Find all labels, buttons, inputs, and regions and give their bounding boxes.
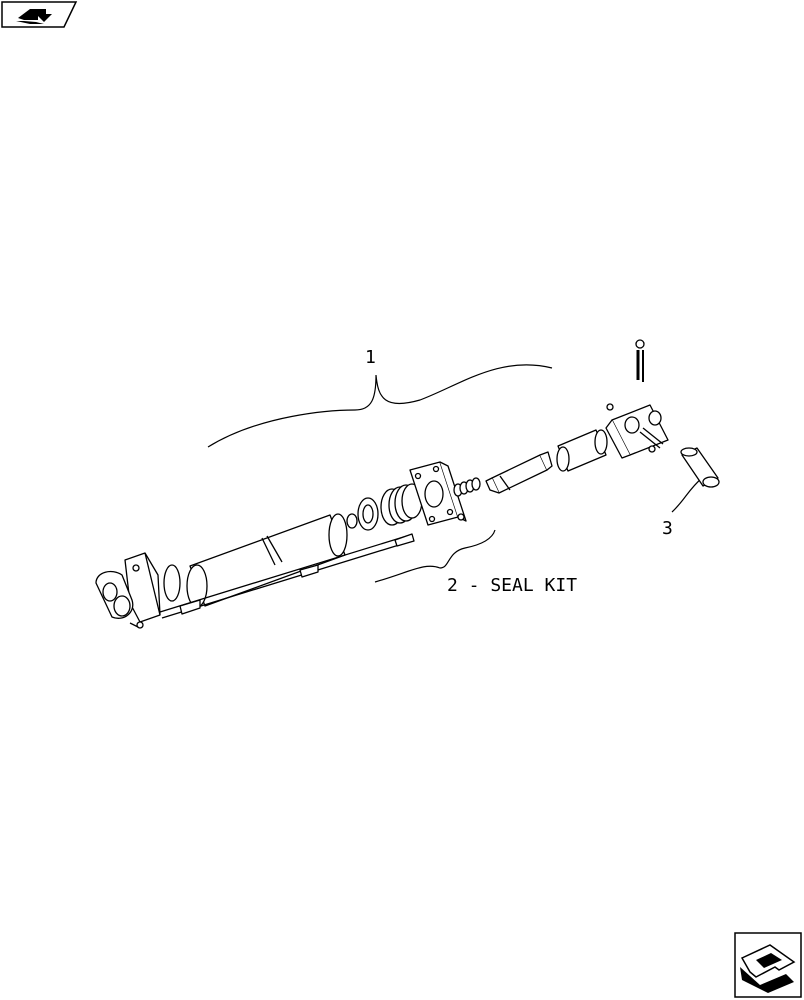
rod-seals bbox=[453, 477, 481, 497]
leader-item-3 bbox=[671, 477, 703, 513]
clevis-pin bbox=[680, 447, 720, 488]
barrel-tube bbox=[186, 513, 348, 608]
next-page-button[interactable] bbox=[734, 932, 802, 998]
head-gland bbox=[409, 461, 467, 526]
callout-2-seal-kit: 2 - SEAL KIT bbox=[447, 575, 577, 596]
brace-item-1 bbox=[207, 364, 553, 448]
top-left-nav-button[interactable] bbox=[1, 1, 78, 28]
cotter-pin bbox=[635, 339, 645, 382]
book-arrow-icon bbox=[16, 9, 52, 24]
o-ring-rear bbox=[163, 564, 181, 602]
piston-rod bbox=[485, 451, 553, 494]
callout-1: 1 bbox=[365, 347, 376, 368]
piston-seals bbox=[346, 483, 423, 531]
rear-clevis bbox=[95, 552, 161, 629]
cylinder-assembly bbox=[95, 339, 720, 629]
rod-sleeve bbox=[556, 429, 608, 472]
tie-rods bbox=[159, 533, 415, 619]
front-clevis bbox=[605, 403, 669, 459]
brace-item-2 bbox=[374, 529, 496, 583]
callout-3: 3 bbox=[662, 518, 673, 539]
next-page-arrow-icon bbox=[740, 944, 796, 993]
